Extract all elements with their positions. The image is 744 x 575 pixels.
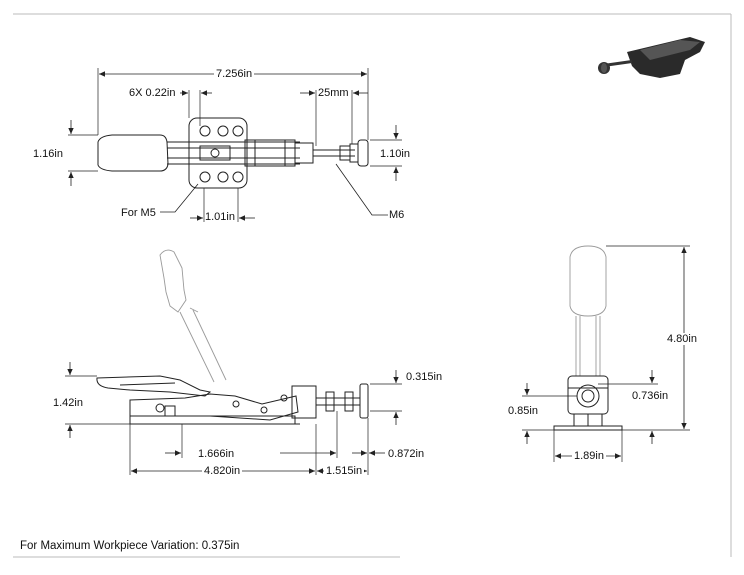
dim-base-length: 4.820in <box>202 465 243 477</box>
dim-spindle-dia: 0.315in <box>406 371 443 383</box>
dim-base-width: 1.89in <box>572 450 606 462</box>
dim-total-height: 4.80in <box>665 333 699 345</box>
top-view-dims <box>68 71 399 221</box>
top-view <box>68 68 402 222</box>
dim-tip-length: 0.872in <box>388 448 425 460</box>
dim-hole-spacing: 1.01in <box>205 211 235 223</box>
label-screw-size: For M5 <box>121 207 156 219</box>
label-thread: M6 <box>389 209 405 221</box>
end-view-dims <box>524 247 687 459</box>
dim-height-left: 1.16in <box>33 148 63 160</box>
variation-note: For Maximum Workpiece Variation: 0.375in <box>20 540 240 552</box>
dim-height-right: 1.10in <box>380 148 410 160</box>
sheet-frame <box>13 13 732 558</box>
dim-overall-length: 7.256in <box>214 68 255 80</box>
dim-thread-length: 25mm <box>318 87 349 99</box>
dim-stroke: 1.515in <box>324 465 365 477</box>
dim-base-to-pivot: 1.666in <box>198 448 235 460</box>
dim-side-height: 1.42in <box>53 397 83 409</box>
dim-spindle-height: 0.736in <box>632 390 669 402</box>
side-view <box>65 375 402 475</box>
iso-thumbnail <box>598 37 705 78</box>
dim-base-height: 0.85in <box>508 405 538 417</box>
dim-holes: 6X 0.22in <box>129 87 176 99</box>
side-view-ghost <box>159 249 227 383</box>
end-view-ghost <box>569 245 607 376</box>
end-view <box>522 245 690 462</box>
